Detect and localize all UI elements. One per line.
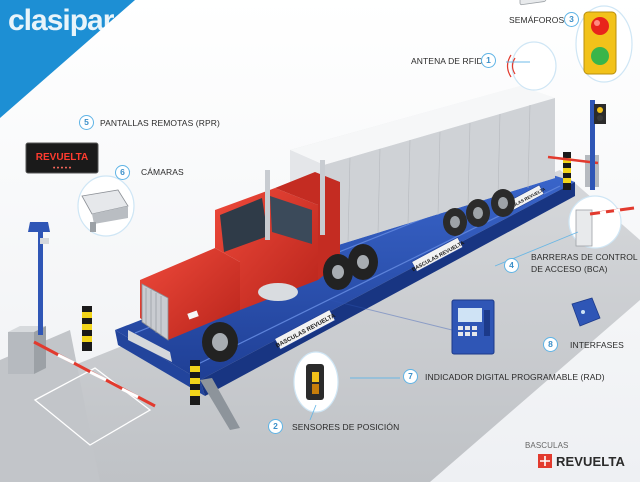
- camera-device: [77, 175, 135, 237]
- barrier-left: [8, 326, 156, 408]
- callout-4-number: 4: [504, 258, 519, 273]
- bollard-left: [82, 306, 92, 351]
- corner-banner: [0, 0, 135, 118]
- callout-3-label: SEMÁFOROS: [509, 15, 565, 25]
- bollard-front: [190, 360, 200, 405]
- camera-pole: [28, 222, 50, 335]
- trailer: [290, 86, 555, 250]
- brand-logo: [538, 454, 552, 468]
- brand-line1: BASCULAS: [525, 441, 569, 450]
- callout-1-label: ANTENA DE RFID: [411, 56, 483, 66]
- callout-5-number: 5: [79, 115, 94, 130]
- remote-display: REVUELTA ● ● ● ● ●: [25, 142, 99, 174]
- callout-4-label-line2: DE ACCESO (BCA): [531, 264, 608, 274]
- barrier-control-device: [568, 195, 635, 249]
- callout-2-number: 2: [268, 419, 283, 434]
- digital-indicator-device: [329, 299, 495, 355]
- traffic-light-pole: [590, 100, 606, 190]
- remote-display-text: REVUELTA: [36, 152, 88, 163]
- callout-3-number: 3: [564, 12, 579, 27]
- callout-7-number: 7: [403, 369, 418, 384]
- callout-8-label: INTERFASES: [570, 340, 624, 350]
- truck: [128, 160, 378, 362]
- road-marking: [33, 367, 152, 446]
- watermark: clasipar: [8, 4, 114, 37]
- brand-line2: REVUELTA: [556, 454, 625, 469]
- callout-8-number: 8: [543, 337, 558, 352]
- callout-7-label: INDICADOR DIGITAL PROGRAMABLE (RAD): [425, 372, 605, 382]
- callout-1-number: 1: [481, 53, 496, 68]
- svg-text:● ● ● ● ●: ● ● ● ● ●: [53, 165, 72, 170]
- position-sensor-device: [293, 351, 339, 413]
- interface-device: [571, 297, 601, 327]
- callout-2-label: SENSORES DE POSICIÓN: [292, 422, 400, 432]
- callout-6-number: 6: [115, 165, 130, 180]
- callout-5-label: PANTALLAS REMOTAS (RPR): [100, 118, 220, 128]
- rfid-antenna-device: [506, 0, 557, 91]
- traffic-light-device: [575, 5, 633, 83]
- callout-6-label: CÁMARAS: [141, 167, 184, 177]
- callout-4-label-line1: BARRERAS DE CONTROL: [531, 252, 638, 262]
